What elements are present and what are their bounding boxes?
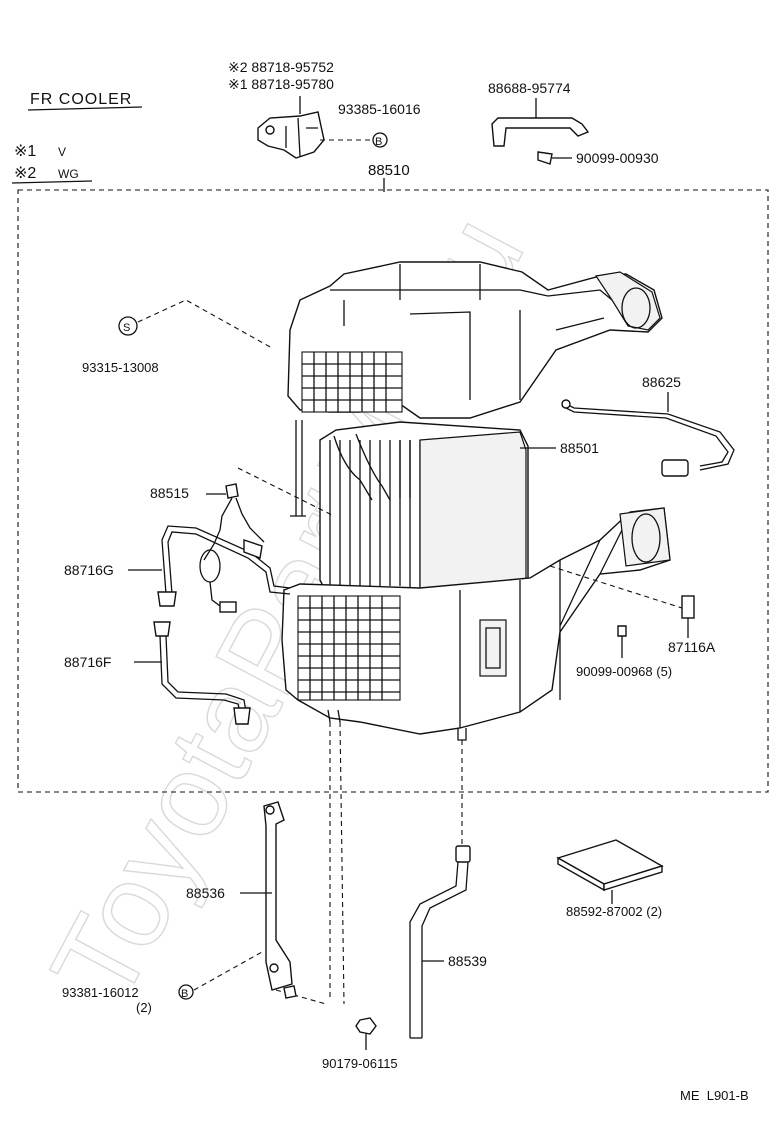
b-marker-top	[372, 132, 388, 148]
nut-90179-part	[355, 1017, 377, 1035]
title-underline	[27, 106, 143, 111]
stay-88536-part	[263, 801, 293, 991]
thermistor-88515-part	[199, 483, 265, 613]
footer-code: ME L901-B	[680, 1088, 749, 1103]
variant-1-mark: ※1	[14, 143, 36, 160]
variant-underline	[11, 180, 93, 184]
bracket-88688-part	[491, 98, 590, 147]
leader-93315	[137, 299, 273, 349]
b-marker-bottom-text: B	[181, 988, 188, 1000]
label-93385-16016: 93385-16016	[338, 101, 421, 117]
b-marker-bottom	[178, 984, 194, 1000]
variant-2-mark: ※2	[14, 165, 36, 182]
label-88625: 88625	[642, 374, 681, 390]
assembly-boundary	[17, 189, 769, 793]
label-93381-16012: 93381-16012	[62, 985, 139, 1000]
label-88539: 88539	[448, 953, 487, 969]
label-88718-95780: ※1 88718-95780	[228, 76, 334, 92]
label-90099-00930: 90099-00930	[576, 150, 659, 166]
screw-90099-00968	[617, 625, 627, 658]
label-87116A: 87116A	[668, 639, 716, 655]
damper-87116A-part	[681, 595, 695, 619]
bracket-88718-part	[257, 111, 325, 159]
s-marker-text: S	[123, 322, 130, 334]
label-88515: 88515	[150, 485, 189, 501]
b-marker-top-text: B	[375, 136, 382, 148]
label-88688-95774: 88688-95774	[488, 80, 571, 96]
cooling-unit-housing	[281, 261, 671, 741]
s-marker	[118, 316, 138, 336]
label-88592-87002: 88592-87002 (2)	[566, 904, 662, 919]
label-90179-06115: 90179-06115	[322, 1056, 398, 1071]
filter-88592-part	[556, 839, 664, 892]
label-88501: 88501	[560, 440, 599, 456]
label-88536: 88536	[186, 885, 225, 901]
stay-bolt	[283, 985, 297, 999]
tube-88716F-part	[153, 621, 251, 725]
drain-hose-88539-part	[409, 845, 471, 1039]
variant-1-code: V	[58, 145, 66, 159]
label-90099-00968: 90099-00968 (5)	[576, 664, 672, 679]
label-93381-qty: (2)	[136, 1000, 152, 1015]
label-93315-13008: 93315-13008	[82, 360, 159, 375]
stay-bolt-leader	[275, 989, 327, 1005]
label-88718-95752: ※2 88718-95752	[228, 59, 334, 75]
stud-leader-b	[339, 721, 345, 1005]
tube-88716G-part	[157, 525, 291, 607]
label-88716G: 88716G	[64, 562, 114, 578]
sensor-88625-part	[561, 399, 735, 477]
diagram-title: FR COOLER	[30, 91, 132, 108]
variant-2-code: WG	[58, 167, 79, 181]
label-88716F: 88716F	[64, 654, 111, 670]
label-88510: 88510	[368, 162, 410, 179]
leader-93381	[193, 951, 263, 991]
screw-90099-00930	[537, 151, 572, 165]
